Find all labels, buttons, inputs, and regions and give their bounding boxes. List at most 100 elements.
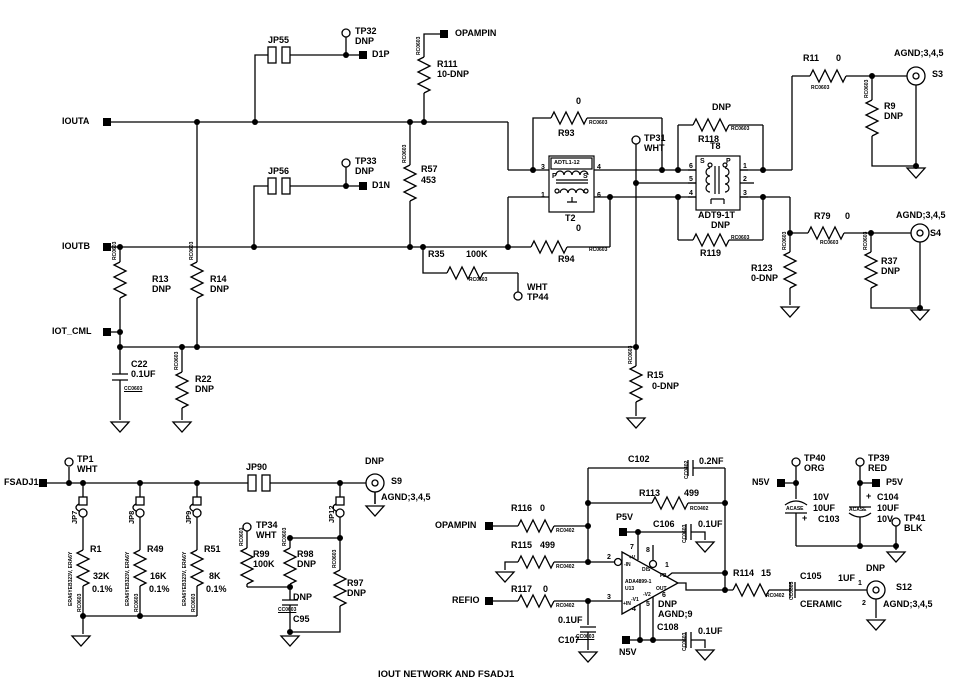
resistor-r116-symbol (517, 519, 555, 533)
label-c108: C108 (657, 622, 679, 632)
wire-p5v (627, 531, 706, 560)
jumper-jp90 (247, 474, 271, 492)
net-iouta: IOUTA (62, 116, 90, 126)
label-r37-fp: RC0603 (863, 231, 869, 250)
label-u13-pin4: 4 (632, 606, 636, 613)
resistor-r118-symbol (692, 118, 730, 132)
label-r99: R99 (253, 549, 270, 559)
resistor-r37-symbol (864, 251, 878, 289)
label-r35: R35 (428, 249, 445, 259)
testpoint-tp31 (631, 135, 641, 145)
label-tp41: TP41 (904, 513, 926, 523)
label-r111: R111 (437, 59, 458, 69)
label-u13-pin2: 2 (607, 554, 611, 561)
label-t2-s: S (583, 173, 588, 180)
label-t8-pin1: 1 (743, 163, 747, 170)
label-t2-pin3: 3 (541, 164, 545, 171)
cap-c103 (784, 500, 808, 514)
gnd-rdivider (71, 635, 91, 647)
label-t2-part: ADTL1-12 (554, 160, 580, 166)
label-s12: S12 (896, 582, 913, 592)
label-r79-val: 0 (845, 211, 851, 221)
wire-r111 (423, 33, 440, 122)
resistor-r1-symbol (76, 549, 90, 587)
label-tp33: TP33 (355, 156, 377, 166)
label-c107-val: 0.1UF (558, 615, 583, 625)
label-u13-nv2: -V2 (643, 592, 651, 598)
transformer-t2 (548, 155, 595, 213)
label-r113-val: 499 (684, 488, 700, 498)
label-tp34-note: WHT (256, 530, 277, 540)
gnd-c106 (695, 541, 715, 553)
label-r98-fp: RC0603 (282, 527, 288, 546)
label-c108-fp: CC0603 (682, 632, 688, 651)
label-tp32: TP32 (355, 26, 377, 36)
resistor-r57-symbol (403, 164, 417, 202)
label-c22-val: 0.1UF (131, 369, 156, 379)
label-r13-val: DNP (152, 284, 172, 294)
label-s12-pin2: 2 (862, 600, 866, 607)
label-r116-fp: RC0402 (556, 528, 575, 534)
resistor-r15-symbol (629, 365, 643, 403)
net-refio: REFIO (452, 595, 480, 605)
label-r37: R37 (881, 256, 898, 266)
label-r79-fp: RC0603 (820, 240, 839, 246)
label-r118-fp: RC0603 (731, 126, 750, 132)
label-r94-val: 0 (576, 223, 582, 233)
opamp-disable-bubble (648, 559, 658, 569)
label-c105: C105 (800, 571, 822, 581)
wire-amp-out (666, 572, 867, 591)
label-c105-fp: CC0805 (789, 581, 795, 600)
label-r49-tol: 0.1% (149, 584, 170, 594)
label-t8-pin6: 6 (689, 163, 693, 170)
pad-d1p (358, 50, 368, 60)
gnd-tp41 (886, 551, 906, 563)
label-r116-val: 0 (540, 503, 546, 513)
gnd-s12 (866, 619, 886, 631)
label-r97: R97 (347, 578, 364, 588)
label-r119: R119 (700, 248, 722, 258)
label-t8: T8 (710, 141, 721, 151)
label-u13-pin7: 7 (630, 544, 634, 551)
t8-winding-left (705, 167, 711, 193)
label-r49-fp: RC0603 (134, 593, 140, 612)
label-c95-fp: CC0603 (278, 607, 297, 613)
label-t8-pin3: 3 (743, 190, 747, 197)
resistor-r51-symbol (190, 549, 204, 587)
pad-iot-cml (102, 327, 112, 337)
transformer-t8 (688, 155, 748, 211)
label-c104-fp: ACASE (849, 507, 867, 513)
t8-shield (710, 198, 725, 204)
label-r117-fp: RC0402 (556, 603, 575, 609)
gnd-r115 (495, 571, 515, 583)
label-r115-fp: RC0402 (556, 564, 575, 570)
label-r1-tol: 0.1% (92, 584, 113, 594)
label-s12-pin1: 1 (858, 580, 862, 587)
resistor-r14-symbol (190, 261, 204, 299)
resistor-r119-symbol (692, 233, 730, 247)
label-u13-dis: DIS (642, 567, 651, 573)
resistor-r98-symbol (283, 547, 297, 585)
label-r51-fp: RC0603 (191, 593, 197, 612)
label-t8-s: S (700, 158, 705, 165)
label-s3-net: AGND;3,4,5 (894, 48, 944, 58)
label-s9-net: AGND;3,4,5 (381, 492, 431, 502)
label-u13-pin-plus: +IN (623, 601, 631, 607)
label-c105-val: 1UF (838, 573, 856, 583)
pad-n5v-cap (776, 478, 786, 488)
label-r93: R93 (558, 128, 575, 138)
resistor-r99-symbol (240, 547, 254, 585)
label-jp7: JP7 (70, 510, 79, 524)
label-r14-fp: RC0603 (189, 241, 195, 260)
net-fsadj1: FSADJ1 (4, 477, 39, 487)
label-r94-fp: RC0603 (589, 247, 608, 253)
label-u13-pv: +V (629, 555, 636, 561)
gnd-s9 (365, 505, 385, 517)
label-jp90: JP90 (246, 462, 268, 472)
pad-p5v-cap (871, 478, 881, 488)
label-c102-fp: CC0402 (684, 460, 690, 479)
label-r57: R57 (421, 164, 438, 174)
net-ioutb: IOUTB (62, 241, 90, 251)
t2-core (556, 179, 588, 184)
